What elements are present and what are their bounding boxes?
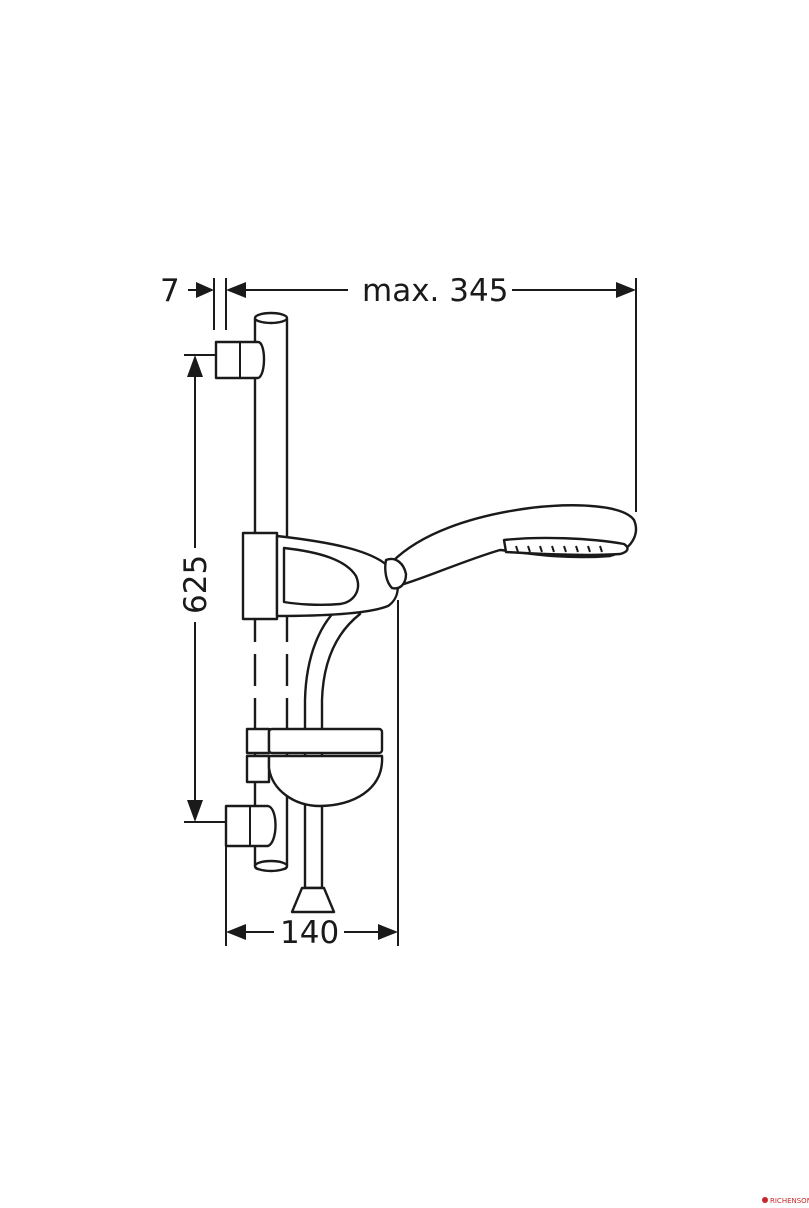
left-dimension-group: 625 — [178, 354, 226, 823]
hand-shower-joint — [384, 557, 408, 590]
dimension-label-7: 7 — [160, 273, 180, 309]
rail-top-cap — [253, 311, 289, 325]
watermark-logo — [762, 1197, 768, 1203]
soap-dish-rim — [267, 727, 384, 755]
arrowhead-625-top — [187, 355, 203, 377]
arrowhead-345-right — [616, 282, 636, 298]
soap-dish-clamp-upper — [245, 727, 271, 755]
rail-break-lower — [250, 686, 292, 698]
dimension-label-140: 140 — [280, 915, 339, 951]
hose-connector — [290, 886, 336, 914]
top-dimension-group: 7 max. 345 — [160, 273, 637, 512]
arrowhead-7 — [196, 282, 214, 298]
slider-clamp — [241, 531, 279, 621]
rail-break-upper — [250, 642, 292, 654]
spray-nozzles — [515, 545, 603, 553]
slider-holder-recess — [282, 546, 360, 607]
shower-rail-assembly — [214, 311, 638, 914]
arrowhead-140-right — [378, 924, 398, 940]
dimension-label-max-345: max. 345 — [362, 273, 508, 309]
dimension-label-625: 625 — [178, 555, 214, 614]
soap-dish-bowl — [267, 754, 384, 808]
hand-shower-head — [502, 536, 629, 557]
arrowhead-625-bottom — [187, 800, 203, 822]
rail-bottom-cap — [253, 859, 289, 873]
arrowhead-345-left — [226, 282, 246, 298]
watermark-text: RICHENSON — [770, 1197, 809, 1205]
arrowhead-140-left — [226, 924, 246, 940]
soap-dish-clamp-lower — [245, 754, 271, 784]
